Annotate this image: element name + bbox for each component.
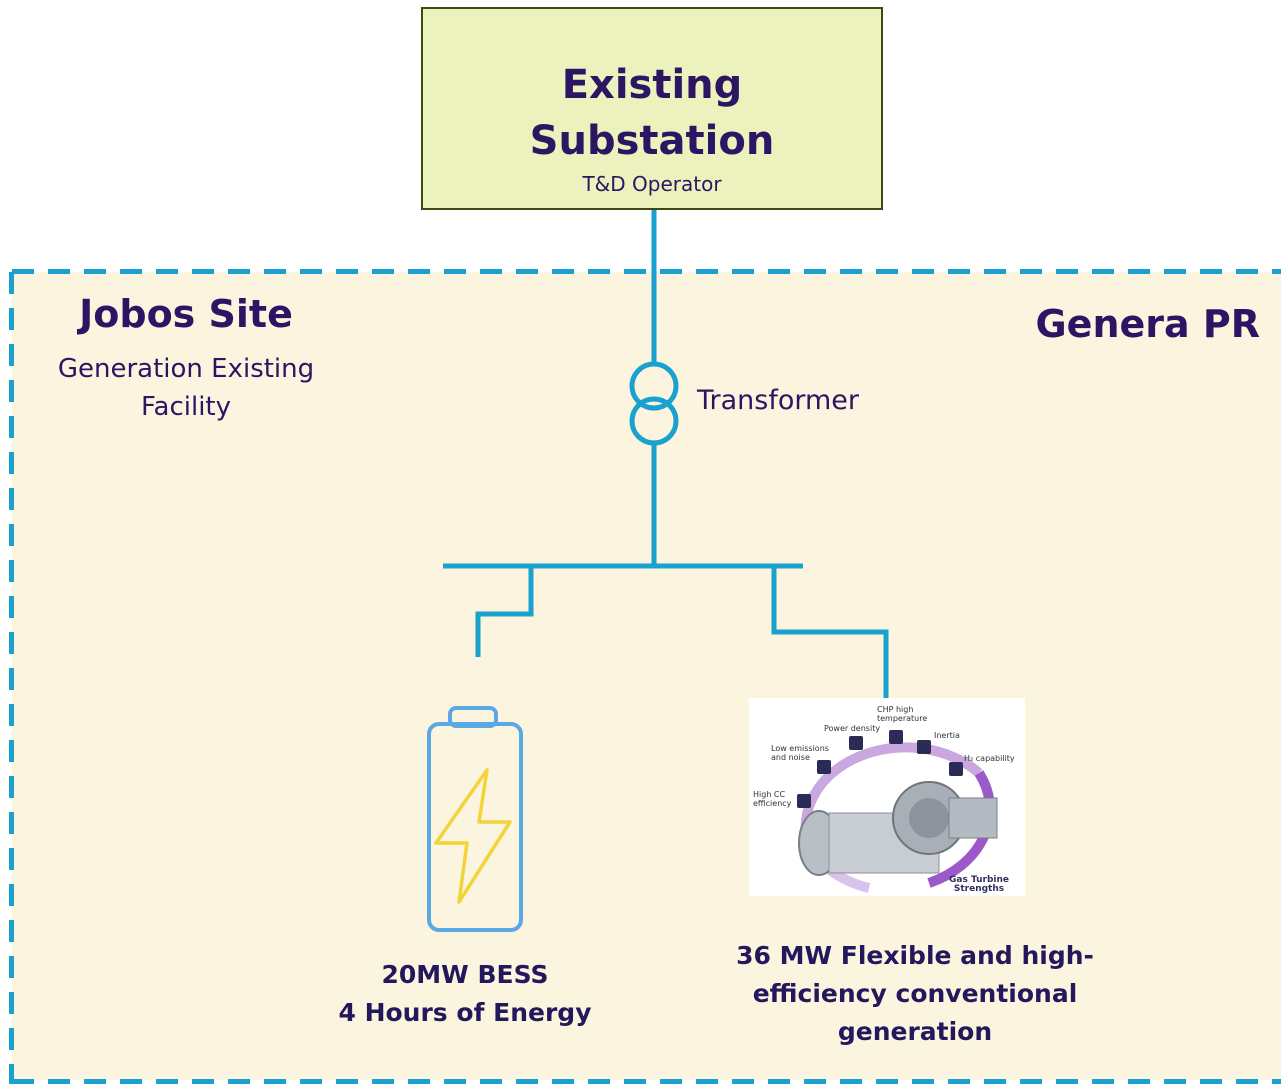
efficiency-icon [797,794,811,808]
site-subtitle-line1: Generation Existing [57,354,315,384]
chp-label: CHP high temperature [877,705,928,723]
generation-label-line3: generation [837,1017,993,1046]
transformer-winding-primary [629,361,679,411]
site-subtitle-line2: Facility [140,392,232,422]
inertia-label: Inertia [934,731,960,740]
substation-subtitle: T&D Operator [582,172,722,196]
thermometer-icon [889,730,903,744]
h2-icon [949,762,963,776]
substation-title-line2: Substation [529,118,775,164]
transformer-label: Transformer [697,385,860,416]
site-boundary-bottom [12,1079,1281,1084]
site-title: Jobos Site [79,292,293,336]
bess-label-line2: 4 Hours of Energy [338,998,592,1027]
high-cc-label: High CC efficiency [753,790,792,808]
power-density-label: Power density [824,724,881,733]
bess-label: 20MW BESS 4 Hours of Energy [300,956,630,1032]
lightning-bolt-icon [434,768,512,904]
site-subtitle: Generation Existing Facility [30,350,342,426]
emissions-icon [817,760,831,774]
generation-label-line2: efficiency conventional [752,979,1078,1008]
battery-icon [427,706,523,932]
power-density-icon [849,736,863,750]
h2-label: H₂ capability [964,754,1015,763]
low-emissions-label: Low emissions and noise [771,744,829,762]
generation-label-line1: 36 MW Flexible and high- [736,941,1094,970]
turbine-graphic [798,742,998,893]
inertia-icon [917,740,931,754]
battery-body [427,722,523,932]
bess-label-line1: 20MW BESS [381,960,549,989]
substation-title-line1: Existing [561,62,743,108]
gas-turbine-strengths-image: CHP high temperature Power density Inert… [749,698,1025,896]
site-boundary-top [12,269,1281,274]
generator-feeder [771,566,889,698]
site-boundary-left [9,272,14,1084]
owner-label: Genera PR [1035,302,1260,346]
existing-substation-box: Existing Substation T&D Operator [421,7,883,210]
bess-feeder [475,566,534,657]
generation-label: 36 MW Flexible and high- efficiency conv… [690,937,1140,1051]
substation-title: Existing Substation [423,57,881,169]
strengths-label: Gas Turbine Strengths [949,875,1009,894]
